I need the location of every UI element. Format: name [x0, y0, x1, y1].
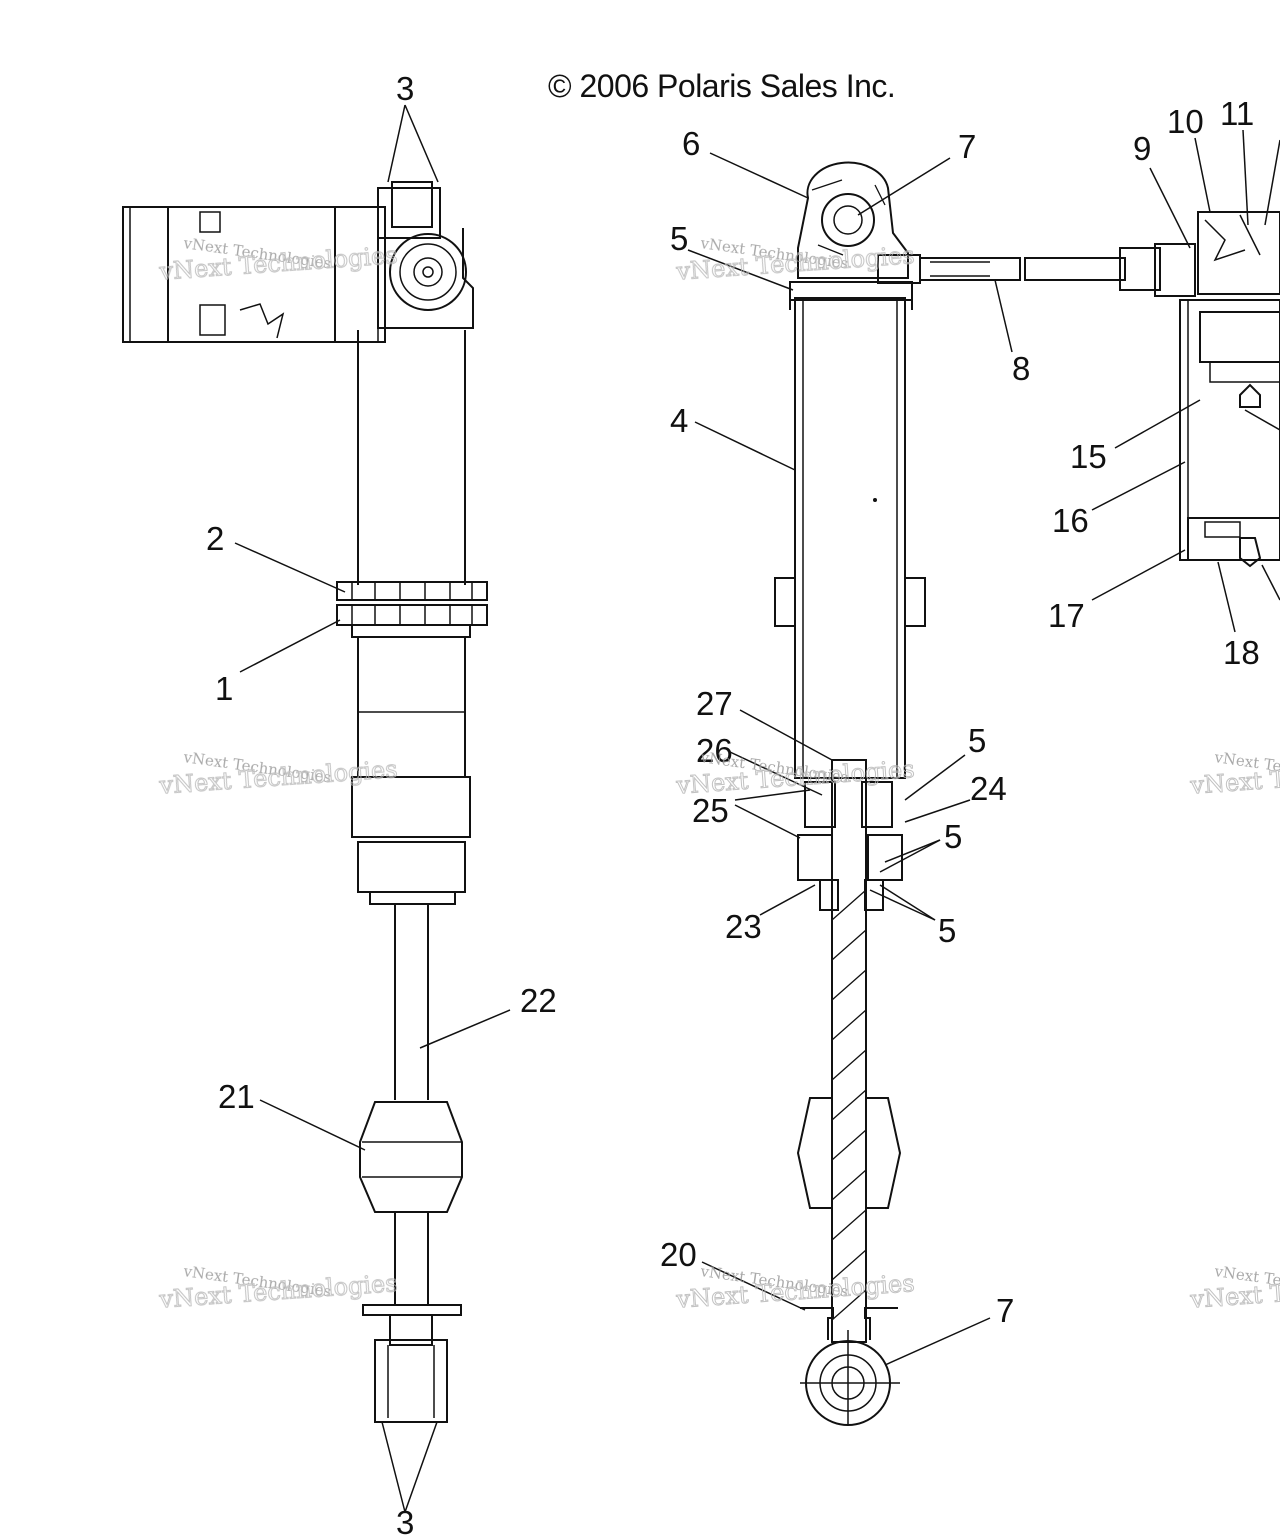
callout-9: 9 — [1133, 130, 1151, 167]
watermark-7: vNext Technologies vNext Technologies — [1188, 748, 1280, 800]
callout-22: 22 — [520, 982, 557, 1019]
callout-7-bottom: 7 — [996, 1292, 1014, 1329]
shock-body-tube — [794, 297, 906, 779]
bump-stop-right — [865, 1097, 902, 1209]
callout-10: 10 — [1167, 103, 1204, 140]
preload-ring-upper — [336, 581, 488, 601]
callout-26: 26 — [696, 732, 733, 769]
callout-18: 18 — [1223, 634, 1260, 671]
reservoir-canister — [122, 206, 386, 343]
callout-11: 11 — [1220, 95, 1254, 132]
callout-23: 23 — [725, 908, 762, 945]
callout-5-b: 5 — [944, 818, 962, 855]
copyright-notice: © 2006 Polaris Sales Inc. — [548, 68, 896, 104]
body-cap — [797, 161, 909, 279]
callout-27: 27 — [696, 685, 733, 722]
callout-1: 1 — [215, 670, 233, 707]
callout-4: 4 — [670, 402, 688, 439]
piston-left — [804, 781, 836, 828]
callout-5-c: 5 — [938, 912, 956, 949]
top-eyelet — [377, 187, 441, 239]
callout-labels: 3 2 1 22 21 3 6 7 5 8 4 27 26 25 5 24 5 … — [206, 70, 1260, 1536]
reservoir-body-section — [1179, 299, 1280, 561]
watermark-6: vNext Technologies vNext Technologies — [674, 1262, 916, 1314]
bump-stop-left — [796, 1097, 833, 1209]
callout-8: 8 — [1012, 350, 1030, 387]
watermarks: vNext Technologies vNext Technologies vN… — [157, 234, 1280, 1314]
callout-5-top: 5 — [670, 220, 688, 257]
callout-17: 17 — [1048, 597, 1085, 634]
callout-24: 24 — [970, 770, 1007, 807]
bottom-eyelet — [374, 1339, 448, 1423]
sectioned-shock — [687, 152, 1021, 1426]
callout-2: 2 — [206, 520, 224, 557]
callout-16: 16 — [1052, 502, 1089, 539]
assembled-shock — [122, 104, 511, 1513]
watermark-3: vNext Technologies vNext Technologies — [157, 1262, 399, 1314]
watermark-2: vNext Technologies vNext Technologies — [157, 748, 399, 800]
callout-21: 21 — [218, 1078, 255, 1115]
callout-5-a: 5 — [968, 722, 986, 759]
reservoir-section — [1024, 129, 1280, 633]
piston-right — [861, 781, 893, 828]
preload-ring-lower — [336, 604, 488, 626]
reservoir-hose — [919, 257, 1021, 281]
watermark-1: vNext Technologies vNext Technologies — [157, 234, 399, 286]
callout-15: 15 — [1070, 438, 1107, 475]
callout-20: 20 — [660, 1236, 697, 1273]
watermark-8: vNext Technologies vNext Technologies — [1188, 1262, 1280, 1314]
callout-3-top: 3 — [396, 70, 414, 107]
callout-6: 6 — [682, 125, 700, 162]
callout-3-bottom: 3 — [396, 1504, 414, 1536]
callout-7-top: 7 — [958, 128, 976, 165]
bump-stop — [359, 1101, 463, 1213]
callout-25: 25 — [692, 792, 729, 829]
seal-head — [351, 776, 471, 838]
top-bushing — [389, 233, 467, 311]
